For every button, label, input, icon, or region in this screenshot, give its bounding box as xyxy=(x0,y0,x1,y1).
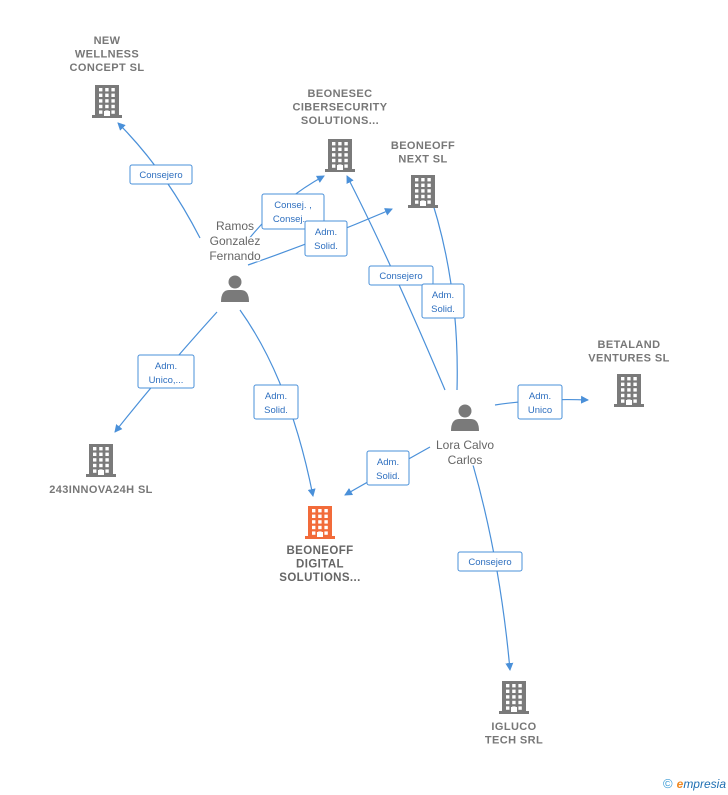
company-name-text: CIBERSECURITY xyxy=(292,102,387,114)
relation-role-text: Consejero xyxy=(468,557,511,568)
relation-role-text: Adm. xyxy=(315,227,337,238)
company-node-igluco[interactable]: IGLUCO TECH SRL xyxy=(485,681,543,747)
relation-role-text: Adm. xyxy=(377,457,399,468)
relation-edge: Adm. Solid. xyxy=(247,208,393,266)
relation-label-box[interactable] xyxy=(304,220,348,257)
company-node-beoneoff-digital[interactable]: BEONEOFF DIGITALSOLUTIONS... xyxy=(279,506,360,584)
relation-role-text: Consej. , xyxy=(274,200,312,211)
company-name-text: NEXT SL xyxy=(398,154,447,166)
company-name-text: SOLUTIONS... xyxy=(279,572,360,584)
relation-role-text: Unico,... xyxy=(149,375,184,386)
person-name-text: Ramos xyxy=(216,219,254,233)
person-name-text: Gonzalez xyxy=(210,234,261,248)
brand-initial: e xyxy=(676,777,684,791)
relation-role-text: Adm. xyxy=(432,290,454,301)
company-name-text: SOLUTIONS... xyxy=(301,115,379,127)
relation-label-box[interactable] xyxy=(261,193,325,230)
company-node-243innova[interactable]: 243INNOVA24H SL xyxy=(49,444,153,496)
company-name-text: WELLNESS xyxy=(75,49,139,61)
relation-edge: Adm. Unico xyxy=(494,384,589,420)
relation-role-text: Solid. xyxy=(431,304,455,315)
building-icon xyxy=(614,374,644,407)
company-node-betaland[interactable]: BETALAND VENTURES SL xyxy=(588,339,669,407)
person-name-text: Lora Calvo xyxy=(436,438,494,452)
relation-role-text: Consej.... xyxy=(273,214,313,225)
relation-label-box[interactable] xyxy=(457,551,523,572)
relation-edge: Consejero xyxy=(117,122,201,239)
relation-edge: Adm. Unico,... xyxy=(114,311,218,433)
company-name-text: DIGITAL xyxy=(296,559,344,571)
relation-label-box[interactable] xyxy=(366,450,410,486)
brand-name: mpresia xyxy=(683,777,726,791)
relation-label-box[interactable] xyxy=(137,354,195,389)
relation-edge: Adm. Solid. xyxy=(421,185,465,391)
building-icon xyxy=(499,681,529,714)
company-name-text: BEONEOFF xyxy=(391,140,455,152)
relation-role-text: Consejero xyxy=(379,271,422,282)
building-icon xyxy=(92,85,122,118)
company-name-text: VENTURES SL xyxy=(588,353,669,365)
person-icon xyxy=(451,404,479,431)
relation-edge: Consejero xyxy=(346,175,446,391)
company-node-beonesec[interactable]: BEONESEC CIBERSECURITYSOLUTIONS... xyxy=(292,88,387,172)
company-name-text: CONCEPT SL xyxy=(70,62,145,74)
building-icon xyxy=(325,139,355,172)
relation-role-text: Adm. xyxy=(529,391,551,402)
company-name-text: NEW xyxy=(94,35,121,47)
relation-label-box[interactable] xyxy=(517,384,563,420)
relation-label-box[interactable] xyxy=(253,384,299,420)
company-name-text: BEONESEC xyxy=(308,88,373,100)
relation-label-box[interactable] xyxy=(129,164,193,185)
building-icon xyxy=(408,175,438,208)
empresia-watermark: ©empresia xyxy=(663,776,726,791)
company-name-text: BETALAND xyxy=(598,339,661,351)
relation-label-box[interactable] xyxy=(368,265,434,286)
company-name-text: IGLUCO xyxy=(491,721,536,733)
relation-role-text: Adm. xyxy=(155,361,177,372)
person-name-text: Fernando xyxy=(209,249,261,263)
company-name-text: 243INNOVA24H SL xyxy=(49,484,153,496)
company-name-text: TECH SRL xyxy=(485,735,543,747)
company-name-text: BEONEOFF xyxy=(286,545,353,557)
company-node-beoneoff-next[interactable]: BEONEOFF NEXT SL xyxy=(391,140,455,208)
person-name-text: Carlos xyxy=(448,453,483,467)
relation-role-text: Unico xyxy=(528,405,552,416)
relation-role-text: Solid. xyxy=(376,471,400,482)
relation-role-text: Adm. xyxy=(265,391,287,402)
relation-role-text: Solid. xyxy=(264,405,288,416)
building-icon xyxy=(86,444,116,477)
relation-label-box[interactable] xyxy=(421,283,465,319)
person-icon xyxy=(221,275,249,302)
relation-edge: Consejero xyxy=(457,464,523,671)
relation-edge: Adm. Solid. xyxy=(344,446,431,496)
building-icon xyxy=(305,506,335,539)
relation-role-text: Solid. xyxy=(314,241,338,252)
relation-edge: Adm. Solid. xyxy=(239,309,316,497)
copyright-symbol: © xyxy=(663,776,673,791)
relation-role-text: Consejero xyxy=(139,170,182,181)
relation-edge: Consej. , Consej.... xyxy=(247,175,325,241)
